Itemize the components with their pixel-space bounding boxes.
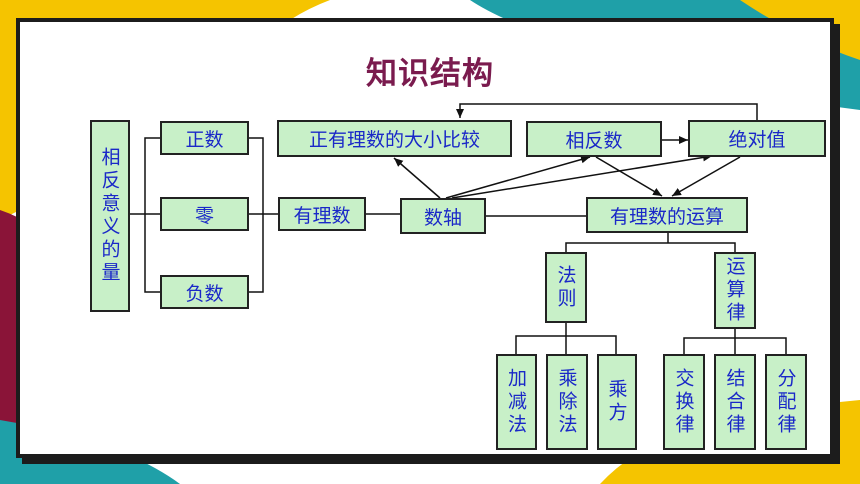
node-daxiao-bijiao: 正有理数的大小比较	[277, 120, 512, 157]
node-yunsuan: 有理数的运算	[586, 197, 748, 233]
node-faze: 法则	[545, 252, 587, 323]
node-zhengshu: 正数	[160, 121, 249, 155]
page-title: 知识结构	[366, 56, 494, 92]
node-youlishu: 有理数	[278, 197, 366, 231]
node-fenpeilv: 分配律	[765, 354, 807, 450]
node-yunsuanlv: 运算律	[714, 252, 756, 329]
node-juedui-zhi: 绝对值	[688, 120, 826, 157]
node-ling: 零	[160, 197, 249, 231]
node-chengfang: 乘方	[597, 354, 637, 450]
node-fushu: 负数	[160, 275, 249, 309]
node-xiangfanshu: 相反数	[526, 121, 662, 157]
node-jiehelv: 结合律	[714, 354, 756, 450]
node-chengchufa: 乘除法	[546, 354, 588, 450]
node-jiajianfa: 加减法	[496, 354, 537, 450]
node-jiaohuanlv: 交换律	[663, 354, 705, 450]
node-xiangfan-yiyi-de-liang: 相反意义的量	[90, 120, 130, 312]
node-shuzhou: 数轴	[400, 198, 486, 234]
